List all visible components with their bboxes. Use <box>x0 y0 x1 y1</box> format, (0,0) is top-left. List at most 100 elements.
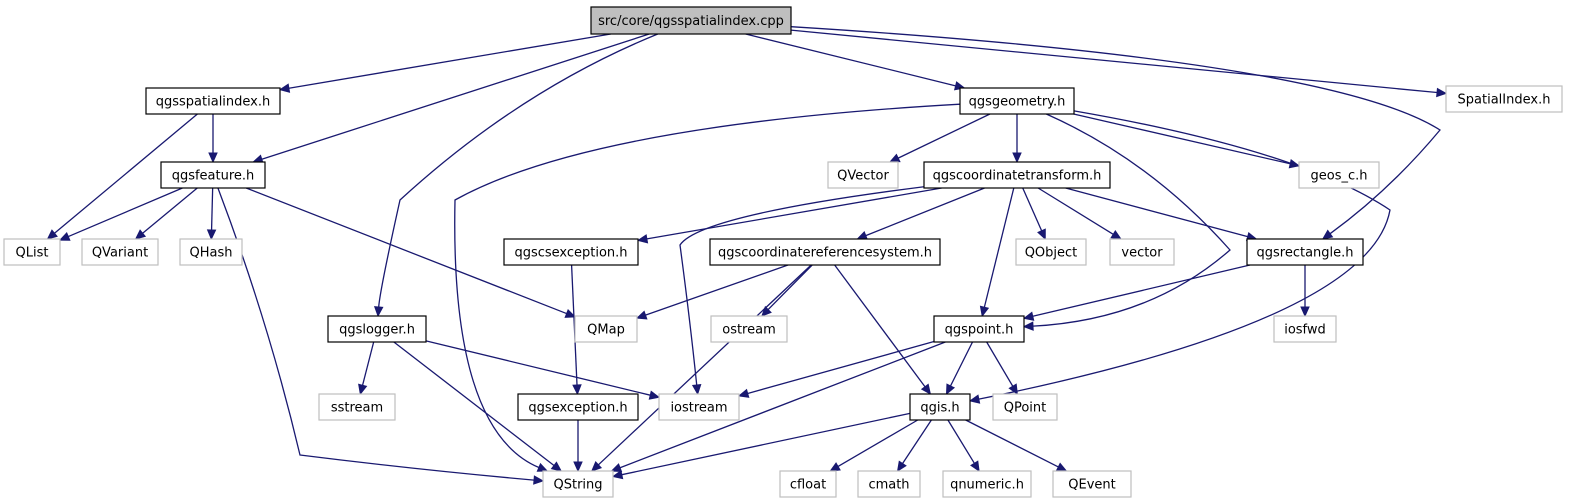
edge-qgscoordinatetransform_h-to-qgscsexception_h <box>636 187 942 244</box>
node-geos_c_h: geos_c.h <box>1298 161 1380 189</box>
node-box <box>1109 238 1175 266</box>
arrowhead-icon <box>206 229 217 241</box>
node-box <box>709 238 941 266</box>
node-qgscoordinatetransform_h[interactable]: qgscoordinatetransform.h <box>923 161 1111 189</box>
edge-qgspoint_h-to-iostream <box>737 340 935 398</box>
node-label: qgscoordinatereferencesystem.h <box>718 246 932 261</box>
node-qgsfeature_h[interactable]: qgsfeature.h <box>160 161 266 189</box>
node-ostream: ostream <box>710 315 788 343</box>
edge-line <box>1065 187 1248 238</box>
edge-line <box>621 412 911 476</box>
edge-line <box>837 419 919 468</box>
edge-line <box>790 26 1441 235</box>
edge-line <box>865 187 985 237</box>
node-vector: vector <box>1109 238 1175 266</box>
node-qgsexception_h[interactable]: qgsexception.h <box>517 393 639 421</box>
edge-line <box>142 187 198 234</box>
edge-qgsgeometry_h-to-QVector <box>888 113 991 163</box>
edge-qgscoordinatetransform_h-to-vector <box>1037 187 1122 240</box>
node-qgspoint_h[interactable]: qgspoint.h <box>933 315 1025 343</box>
edge-qgspoint_h-to-qgis_h <box>945 341 974 396</box>
node-SpatialIndex_h: SpatialIndex.h <box>1445 85 1563 113</box>
node-box <box>1246 238 1364 266</box>
node-box <box>145 87 281 115</box>
node-iosfwd: iosfwd <box>1273 315 1337 343</box>
edge-qgscoordinatetransform_h-to-qgspoint_h <box>979 187 1015 318</box>
edge-line <box>570 264 578 386</box>
node-qgslogger_h[interactable]: qgslogger.h <box>327 315 427 343</box>
node-box <box>1273 315 1337 343</box>
edge-line <box>425 340 651 396</box>
arrowhead-icon <box>208 152 218 164</box>
node-qgsgeometry_h[interactable]: qgsgeometry.h <box>959 87 1075 115</box>
edge-line <box>454 103 961 469</box>
node-box <box>1445 85 1563 113</box>
node-label: QMap <box>587 323 625 338</box>
arrowhead-icon <box>856 231 869 240</box>
edge-line <box>1037 187 1114 235</box>
arrowhead-icon <box>610 463 623 473</box>
edge-qgscoordinatetransform_h-to-qgsrectangle_h <box>1065 187 1258 242</box>
edge-line <box>986 341 1014 387</box>
node-qnumeric_h: qnumeric.h <box>942 470 1032 498</box>
edge-qgsrectangle_h-to-iosfwd <box>1300 265 1310 318</box>
arrowhead-icon <box>573 461 583 473</box>
arrowhead-icon <box>1055 462 1068 472</box>
node-box <box>1052 470 1132 498</box>
node-QHash: QHash <box>179 238 243 266</box>
node-root[interactable]: src/core/qgsspatialindex.cpp <box>590 6 792 35</box>
edge-qgscoordinatetransform_h-to-QObject <box>1022 187 1046 241</box>
arrowhead-icon <box>1008 383 1018 396</box>
arrowhead-icon <box>920 383 932 395</box>
node-box <box>3 238 61 266</box>
node-label: QPoint <box>1004 401 1047 416</box>
node-QList: QList <box>3 238 61 266</box>
edge-line <box>68 187 183 238</box>
arrowhead-icon <box>888 153 901 163</box>
node-label: src/core/qgsspatialindex.cpp <box>598 14 784 29</box>
edge-line <box>245 187 567 315</box>
node-label: ostream <box>722 323 776 338</box>
edge-qgscoordinatereferencesystem_h-to-QMap <box>635 264 789 320</box>
node-qgscsexception_h[interactable]: qgscsexception.h <box>503 238 639 266</box>
edge-line <box>834 264 926 388</box>
arrowhead-icon <box>691 384 702 396</box>
edge-line <box>1032 264 1251 317</box>
edge-qgis_h-to-cmath <box>896 419 932 473</box>
node-qgsspatialindex_h[interactable]: qgsspatialindex.h <box>145 87 281 115</box>
edge-qgis_h-to-qnumeric_h <box>947 419 980 473</box>
node-label: qgsspatialindex.h <box>156 95 271 110</box>
node-box <box>590 6 792 35</box>
node-box <box>160 161 266 189</box>
edge-qgscoordinatetransform_h-to-iostream <box>679 186 925 396</box>
node-cmath: cmath <box>857 470 921 498</box>
node-label: cmath <box>868 478 909 493</box>
node-label: QHash <box>190 246 233 261</box>
edge-line <box>1022 187 1043 232</box>
arrowhead-icon <box>1037 228 1046 241</box>
edge-qgscoordinatereferencesystem_h-to-qgis_h <box>834 264 932 395</box>
node-qgis_h[interactable]: qgis.h <box>909 393 971 421</box>
node-label: QObject <box>1025 246 1078 261</box>
edge-root-to-qgsspatialindex_h <box>278 33 611 93</box>
arrowhead-icon <box>635 310 648 320</box>
edge-qgsfeature_h-to-QMap <box>245 187 577 318</box>
node-qgscoordinatereferencesystem_h[interactable]: qgscoordinatereferencesystem.h <box>709 238 941 266</box>
edge-line <box>978 110 1391 400</box>
arrowhead-icon <box>896 460 907 473</box>
arrowhead-icon <box>278 83 291 93</box>
node-QPoint: QPoint <box>992 393 1058 421</box>
edge-qgslogger_h-to-QString <box>393 341 563 472</box>
edge-root-to-qgslogger_h <box>373 33 659 318</box>
node-qgsrectangle_h[interactable]: qgsrectangle.h <box>1246 238 1364 266</box>
arrowhead-icon <box>1012 152 1022 164</box>
node-label: iostream <box>670 401 727 416</box>
edge-qgslogger_h-to-iostream <box>425 340 661 400</box>
node-box <box>327 315 427 343</box>
edge-line <box>790 29 1438 94</box>
arrowhead-icon <box>590 461 603 472</box>
arrowhead-icon <box>533 475 545 485</box>
arrowhead-icon <box>979 305 990 318</box>
node-label: qgspoint.h <box>945 323 1014 338</box>
node-box <box>933 315 1025 343</box>
